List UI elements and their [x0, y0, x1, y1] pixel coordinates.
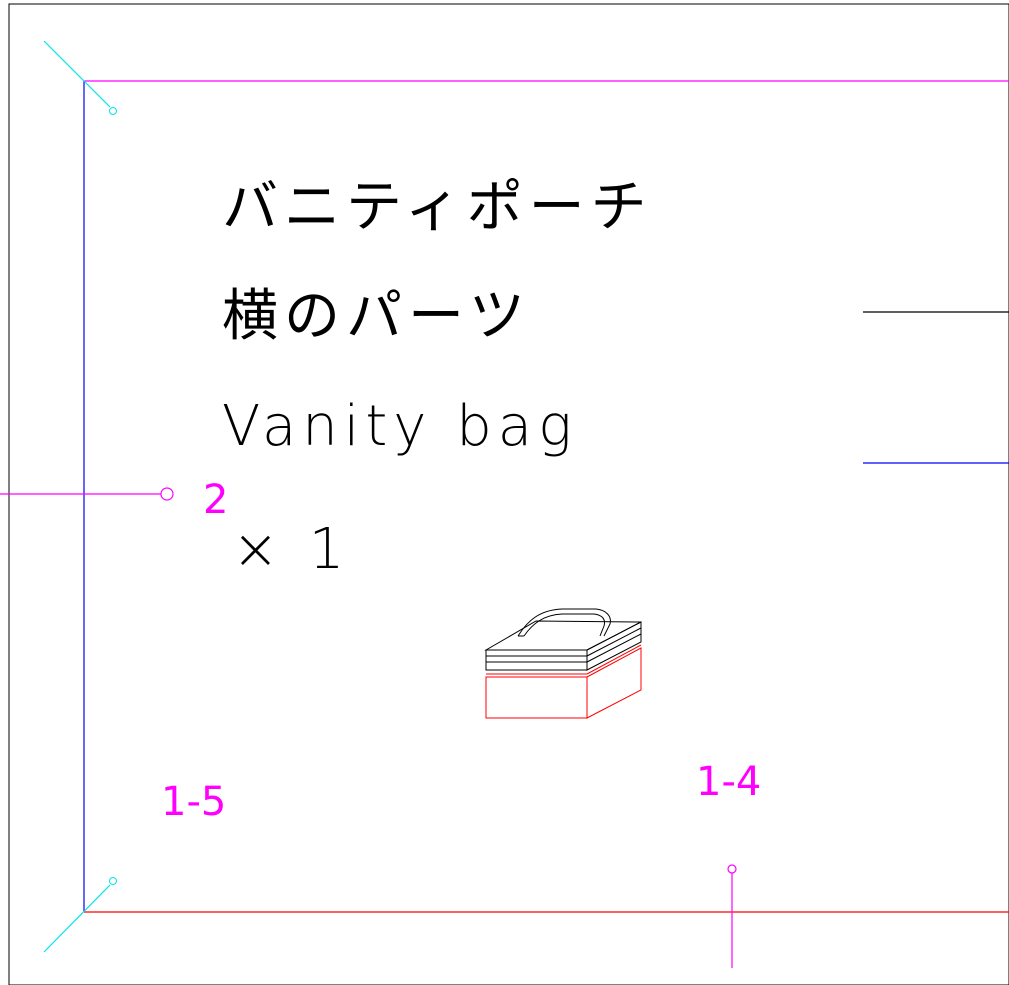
title-japanese: バニティポーチ [222, 175, 653, 240]
point-label-1-5: 1-5 [161, 779, 227, 825]
title-english: Vanity bag [222, 394, 578, 459]
point-label-1-4: 1-4 [696, 759, 762, 805]
corner-mark-top-left [43, 40, 111, 108]
corner-mark-top-left-dot [109, 107, 117, 115]
notch-point-bottom [727, 864, 737, 874]
quantity-label: × 1 [232, 517, 351, 582]
point-label-2: 2 [203, 477, 229, 523]
notch-point-left [160, 487, 174, 501]
vanity-bag-illustration [484, 608, 642, 719]
subtitle-japanese: 横のパーツ [222, 284, 531, 349]
corner-mark-bottom-left [43, 884, 111, 953]
corner-mark-bottom-left-dot [109, 877, 117, 885]
